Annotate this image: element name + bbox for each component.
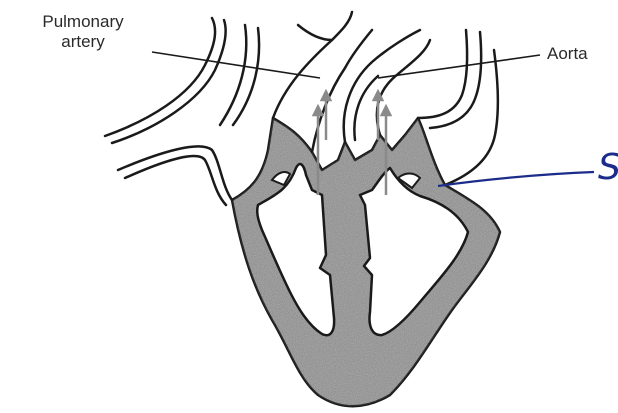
heart-muscle-wall	[232, 118, 500, 406]
pulmonary-artery-label: Pulmonary artery	[8, 12, 158, 52]
handwritten-label: S	[598, 148, 618, 188]
pulmonary-artery-branch	[298, 25, 332, 40]
pulmonary-artery-right-wall	[312, 30, 372, 152]
pulmonary-label-line1: Pulmonary	[8, 12, 158, 32]
pulmonary-leader-line	[152, 52, 320, 78]
right-vessel-inner	[430, 32, 481, 128]
lower-left-vessel-inner	[125, 156, 226, 205]
aorta-leader-line	[378, 55, 540, 78]
aorta-inner-curve	[354, 76, 378, 140]
right-vessel-outer	[418, 30, 467, 118]
handwritten-leader-line	[438, 172, 594, 186]
right-lower-vessel	[445, 50, 498, 185]
pulmonary-artery-left-wall	[273, 12, 352, 118]
pulmonary-label-line2: artery	[8, 32, 158, 52]
aorta-label: Aorta	[547, 44, 588, 64]
